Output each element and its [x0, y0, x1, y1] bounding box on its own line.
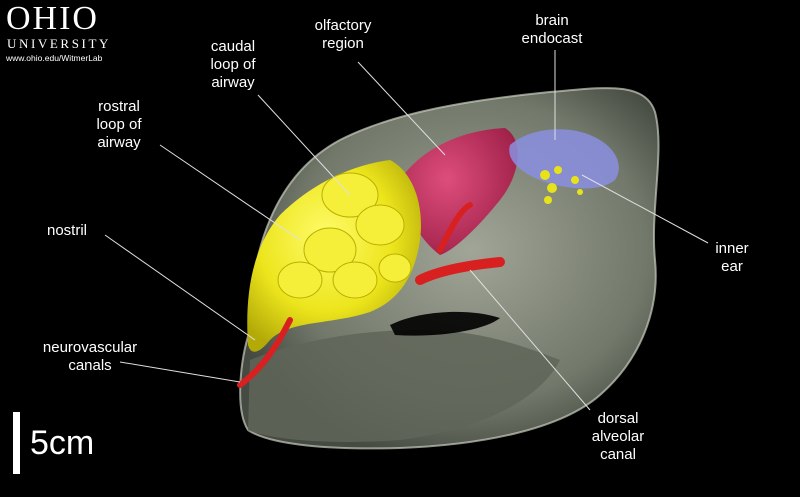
leader-olfactory: [357, 61, 446, 156]
airway-lobes: [277, 172, 412, 299]
lab-url: www.ohio.edu/WitmerLab: [6, 53, 103, 63]
olfactory-region-shape: [400, 128, 518, 255]
canal-branch: [437, 202, 473, 253]
label-inner-ear: inner ear: [715, 240, 749, 275]
leader-caudal-loop: [257, 94, 351, 196]
scale-bar: [13, 412, 20, 474]
label-caudal-loop: caudal loop of airway: [210, 38, 256, 91]
label-dorsal-alveolar-canal: dorsal alveolar canal: [591, 410, 645, 463]
leader-lines: [104, 50, 709, 411]
leader-inner-ear: [581, 174, 709, 244]
label-olfactory-region: olfactory region: [314, 17, 372, 52]
label-nostril: nostril: [46, 222, 87, 239]
university-logo-title: OHIO: [6, 0, 99, 37]
neurovascular-canals-shape: [237, 317, 293, 388]
inner-ear-shape: [540, 166, 583, 204]
label-rostral-loop: rostral loop of airway: [96, 98, 142, 151]
label-brain-endocast: brain endocast: [521, 12, 583, 47]
fenestra-shape: [390, 311, 500, 336]
leader-nostril: [104, 234, 256, 341]
leader-dorsal-alveolar: [469, 269, 591, 411]
leader-rostral-loop: [159, 144, 301, 241]
brain-endocast-shape: [509, 129, 619, 189]
scale-bar-label: 5cm: [30, 424, 95, 462]
jaw-shape: [248, 330, 560, 442]
university-logo-subtitle: UNIVERSITY: [7, 36, 111, 51]
dorsal-alveolar-canal-shape: [415, 257, 505, 285]
label-neurovascular-canals: neurovascular canals: [42, 339, 138, 374]
leader-neurovascular: [119, 361, 241, 383]
